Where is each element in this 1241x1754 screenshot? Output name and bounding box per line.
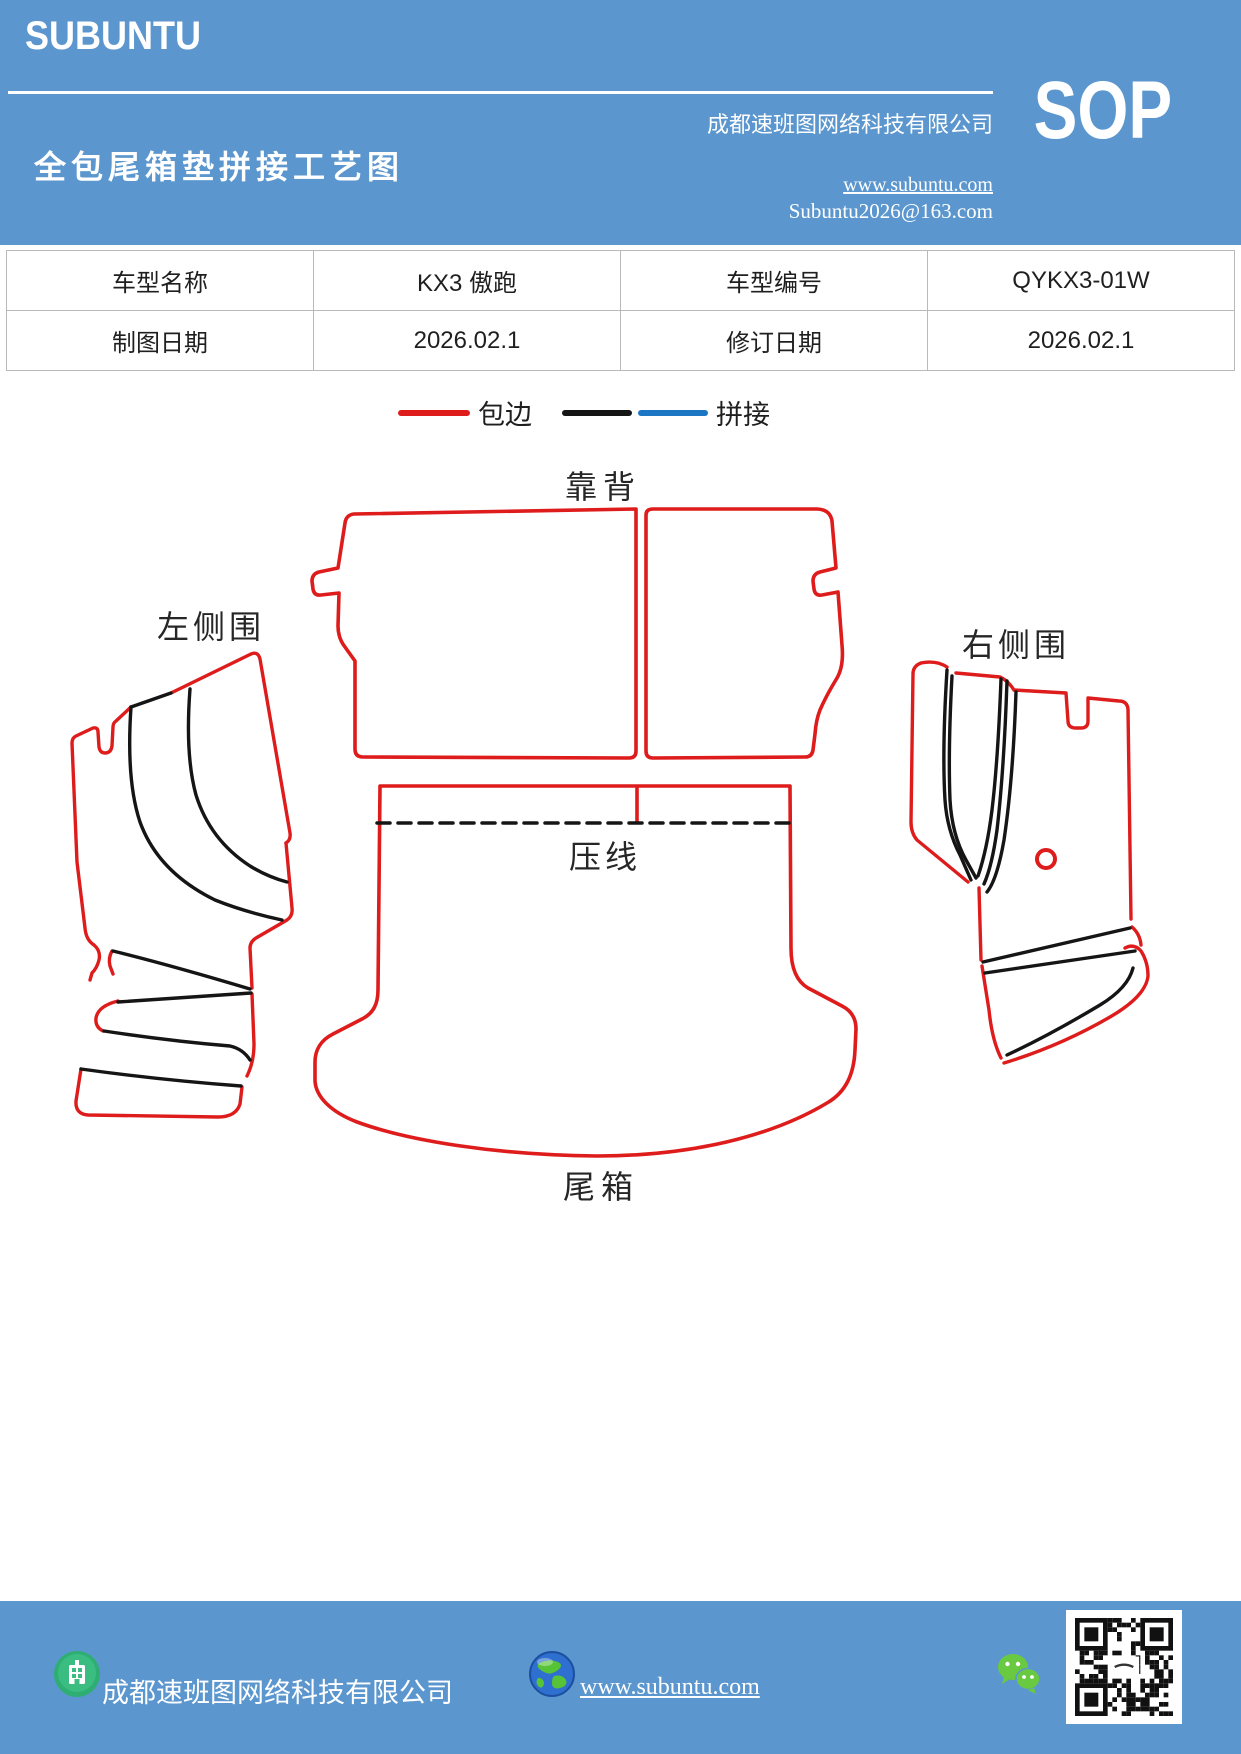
left-stitch-strip3-top xyxy=(79,1067,243,1088)
footer-company-name: 成都速班图网络科技有限公司 xyxy=(102,1678,453,1708)
footer-website-link[interactable]: www.subuntu.com xyxy=(580,1674,760,1700)
label-backrest: 靠背 xyxy=(565,469,641,505)
right-stitch-p3r xyxy=(985,690,1018,894)
qr-pattern xyxy=(1075,1618,1173,1716)
left-red-outer-edge xyxy=(70,705,133,982)
left-red-strip3 xyxy=(74,1067,244,1119)
cell-model-code-label: 车型编号 xyxy=(620,250,928,311)
right-red-main-outline xyxy=(1012,688,1133,921)
left-stitch-strip2-bottom xyxy=(102,1029,252,1062)
left-stitch-strip2-top xyxy=(116,991,253,1004)
header: SUBUNTU 成都速班图网络科技有限公司 全包尾箱垫拼接工艺图 www.sub… xyxy=(0,0,1241,245)
backrest-pieces xyxy=(310,507,845,760)
globe-icon xyxy=(529,1651,575,1697)
cell-model-name-label: 车型名称 xyxy=(6,250,314,311)
left-side-piece xyxy=(70,651,294,1119)
legend-edge-label: 包边 xyxy=(478,400,532,430)
table-row: 车型名称 KX3 傲跑 车型编号 QYKX3-01W xyxy=(6,250,1235,311)
left-stitch-curve2 xyxy=(186,687,289,884)
header-website-link[interactable]: www.subuntu.com xyxy=(843,174,993,196)
right-stitch-bottom1 xyxy=(981,926,1132,964)
right-piece-hole xyxy=(1035,848,1057,870)
cell-revision-date-label: 修订日期 xyxy=(620,310,928,371)
left-stitch-strip1 xyxy=(111,949,252,991)
label-trunk: 尾箱 xyxy=(563,1169,639,1205)
header-divider xyxy=(8,91,993,94)
label-left-side: 左侧围 xyxy=(157,609,265,645)
right-stitch-p3l xyxy=(982,679,1009,886)
cell-model-code-value: QYKX3-01W xyxy=(927,250,1235,311)
wechat-icon xyxy=(998,1654,1041,1694)
trunk-piece xyxy=(313,784,858,1158)
left-stitch-top xyxy=(129,691,173,709)
left-red-strip1-cap xyxy=(107,949,115,976)
right-side-piece xyxy=(909,660,1150,1065)
qr-code xyxy=(1066,1610,1182,1724)
header-company-name: 成都速班图网络科技有限公司 xyxy=(706,112,993,137)
cell-revision-date-value: 2026.02.1 xyxy=(927,310,1235,371)
right-red-left-lower xyxy=(977,886,983,962)
left-red-strip2-right xyxy=(245,992,256,1078)
brand-logo: SUBUNTU xyxy=(25,14,201,58)
legend-stitch-label: 拼接 xyxy=(716,400,770,430)
cell-draw-date-label: 制图日期 xyxy=(6,310,314,371)
right-red-piece2-top xyxy=(954,671,1002,679)
right-stitch-stripB xyxy=(1005,966,1135,1057)
right-red-piece1 xyxy=(909,661,970,884)
trunk-outline xyxy=(313,784,858,1158)
legend: 包边 拼接 xyxy=(398,400,770,430)
page-title: 全包尾箱垫拼接工艺图 xyxy=(34,149,405,185)
label-right-side: 右侧围 xyxy=(962,627,1070,663)
right-red-piece1-top xyxy=(919,660,949,669)
right-stitch-bottom2 xyxy=(983,949,1137,975)
backrest-right-piece xyxy=(644,507,845,760)
label-press-line: 压线 xyxy=(569,839,641,875)
vehicle-info-table: 车型名称 KX3 傲跑 车型编号 QYKX3-01W 制图日期 2026.02.… xyxy=(6,250,1235,371)
header-email: Subuntu2026@163.com xyxy=(788,199,993,223)
left-red-top-slab xyxy=(169,651,292,845)
right-stitch-p2r xyxy=(976,677,1003,878)
right-red-stripB-left xyxy=(980,964,1003,1060)
right-stitch-p1 xyxy=(942,668,973,882)
cell-model-name-value: KX3 傲跑 xyxy=(313,250,621,311)
left-red-strip2-cap xyxy=(94,999,120,1033)
left-red-right-edge xyxy=(248,841,294,990)
right-stitch-p2l xyxy=(947,674,978,880)
left-stitch-curve1 xyxy=(127,705,284,922)
right-red-corner xyxy=(1130,925,1143,947)
right-red-stripB-bottom xyxy=(1002,944,1150,1065)
building-icon xyxy=(54,1651,100,1697)
sop-label: SOP xyxy=(1033,65,1172,156)
backrest-left-piece xyxy=(310,507,638,760)
table-row: 制图日期 2026.02.1 修订日期 2026.02.1 xyxy=(6,310,1235,371)
